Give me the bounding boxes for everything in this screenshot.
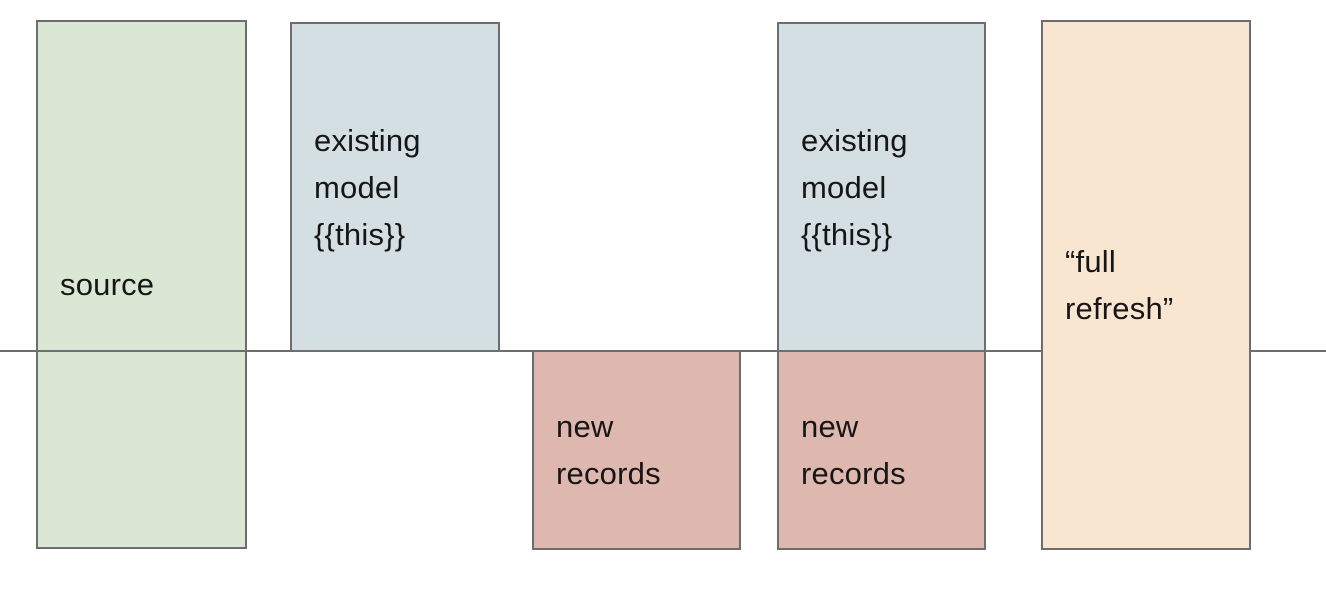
new-records-label: new records xyxy=(779,403,912,497)
label-line: source xyxy=(60,267,155,302)
new-records-box-right: new records xyxy=(777,350,986,550)
timeline-divider-line xyxy=(0,350,1326,352)
label-line: records xyxy=(801,456,906,491)
source-box: source xyxy=(36,20,247,549)
full-refresh-box: “full refresh” xyxy=(1041,20,1251,550)
existing-model-label: existing model {{this}} xyxy=(779,117,914,258)
label-line: {{this}} xyxy=(801,216,893,252)
label-line: existing xyxy=(314,122,421,158)
label-line: {{this}} xyxy=(314,216,406,252)
label-line: existing xyxy=(801,122,908,158)
existing-model-box-left: existing model {{this}} xyxy=(290,22,500,352)
label-line: model xyxy=(314,169,400,205)
new-records-box-left: new records xyxy=(532,350,741,550)
full-refresh-label: “full refresh” xyxy=(1043,238,1179,332)
label-line: model xyxy=(801,169,887,205)
new-records-label: new records xyxy=(534,403,667,497)
label-line: new xyxy=(801,409,859,444)
label-line: refresh” xyxy=(1065,291,1174,326)
label-line: records xyxy=(556,456,661,491)
existing-model-box-right: existing model {{this}} xyxy=(777,22,986,352)
existing-model-label: existing model {{this}} xyxy=(292,117,427,258)
label-line: “full xyxy=(1065,244,1116,279)
label-line: new xyxy=(556,409,614,444)
source-label: source xyxy=(38,261,160,308)
